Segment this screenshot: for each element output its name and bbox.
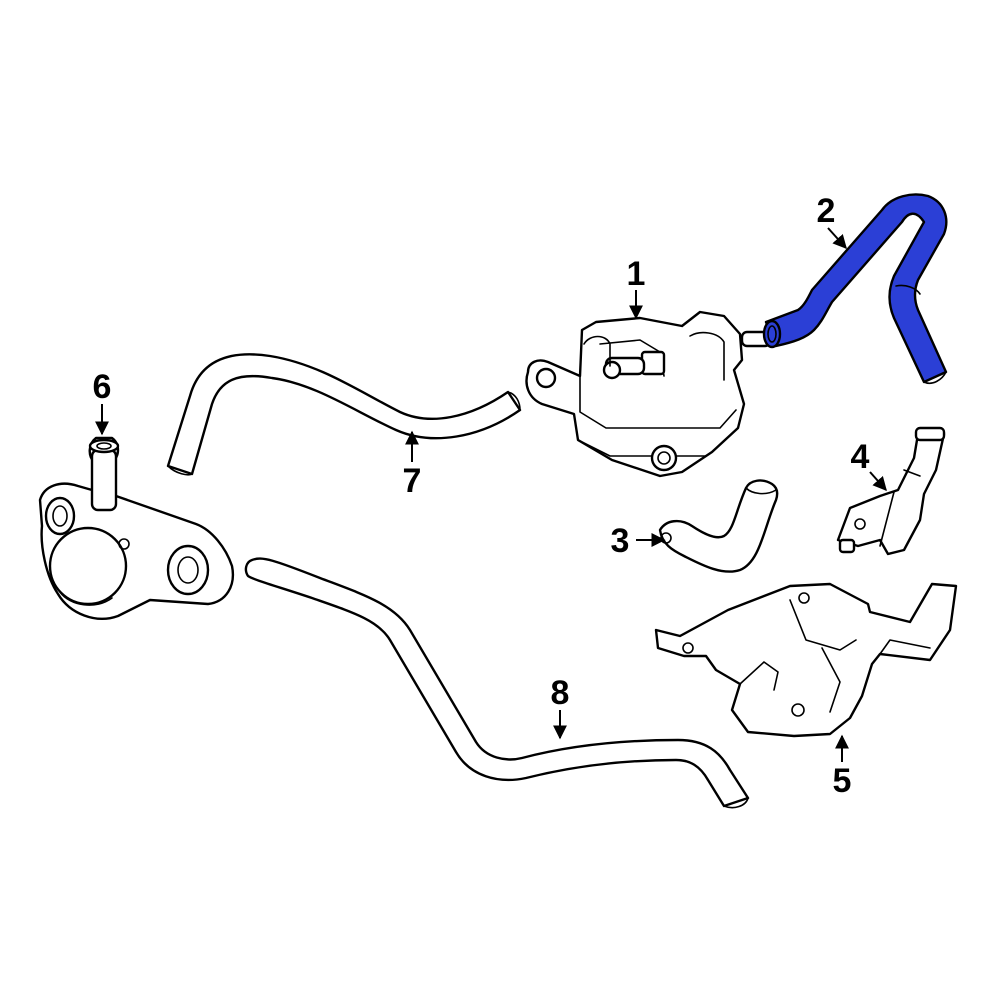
bracket-part-4[interactable] xyxy=(836,426,946,556)
mounting-bracket-part-5[interactable] xyxy=(654,582,958,738)
leader-arrow-4 xyxy=(869,471,887,492)
callout-label-3: 3 xyxy=(611,522,630,560)
callout-label-2: 2 xyxy=(817,192,836,230)
callout-5: 5 xyxy=(833,734,852,800)
small-hose-part-3[interactable] xyxy=(658,479,779,573)
callout-label-8: 8 xyxy=(551,674,570,712)
callout-8: 8 xyxy=(551,674,570,740)
callout-label-5: 5 xyxy=(833,762,852,800)
lower-hose-part-8[interactable] xyxy=(244,557,750,809)
valve-assembly-part-1[interactable] xyxy=(525,310,772,478)
callout-label-7: 7 xyxy=(403,462,422,500)
leader-arrow-2 xyxy=(827,227,847,250)
callout-7: 7 xyxy=(403,430,422,500)
callout-label-1: 1 xyxy=(627,255,646,293)
callout-label-4: 4 xyxy=(851,438,870,476)
callout-3: 3 xyxy=(611,522,666,560)
upper-hose-part-7[interactable] xyxy=(166,353,522,476)
highlighted-hose-part-2[interactable] xyxy=(762,193,948,385)
callout-4: 4 xyxy=(851,438,887,492)
hose-2-fill xyxy=(764,193,948,384)
callout-label-6: 6 xyxy=(93,368,112,406)
outlet-housing-part-6[interactable] xyxy=(38,436,235,620)
callout-6: 6 xyxy=(93,368,112,436)
callout-2: 2 xyxy=(817,192,847,250)
callout-1: 1 xyxy=(627,255,646,320)
